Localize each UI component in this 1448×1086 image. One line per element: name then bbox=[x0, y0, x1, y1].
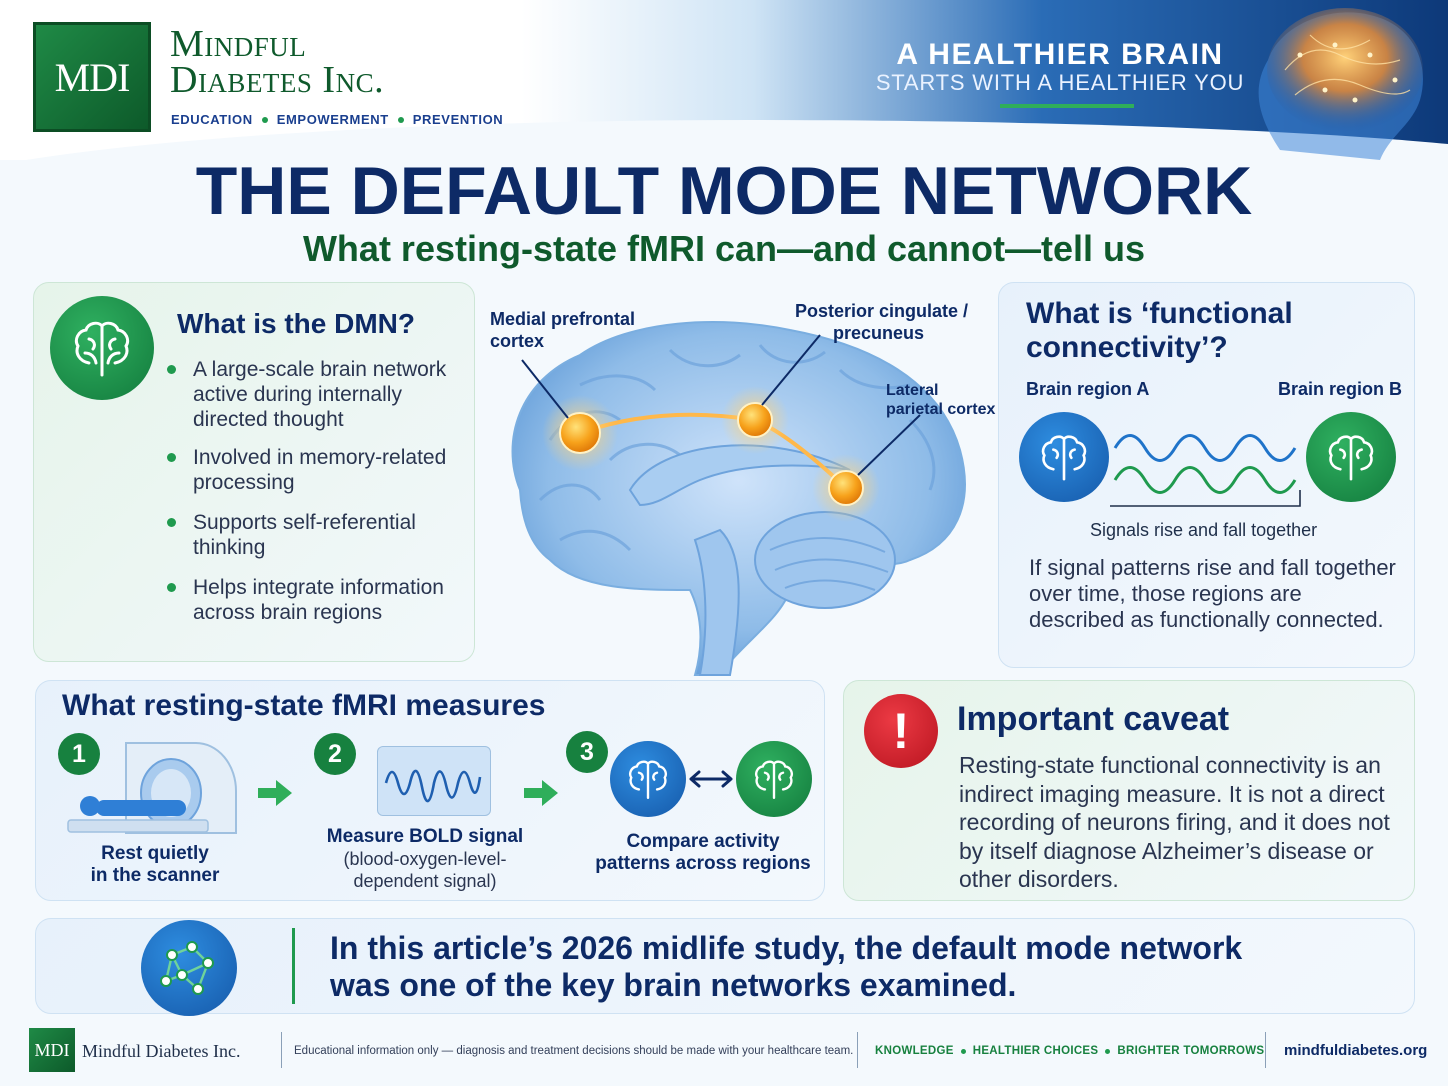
dmn-bullet: Helps integrate information across brain… bbox=[165, 575, 465, 625]
brain-icon-region-b bbox=[1306, 412, 1396, 502]
footer-brand-name: Mindful Diabetes Inc. bbox=[82, 1041, 241, 1061]
dmn-bullet-list: A large-scale brain network active durin… bbox=[165, 357, 465, 639]
waveform-icon bbox=[384, 769, 482, 803]
dmn-bullet: A large-scale brain network active durin… bbox=[165, 357, 465, 432]
arrow-right-icon bbox=[258, 780, 292, 806]
footer-separator bbox=[281, 1032, 282, 1068]
label-mpfc-line2: cortex bbox=[490, 331, 545, 351]
brand-name-line2: Diabetes Inc. bbox=[170, 59, 385, 101]
mdi-logo: MDI bbox=[33, 22, 151, 132]
tagline-word: EMPOWERMENT bbox=[276, 112, 389, 127]
label-pcc-line2: precuneus bbox=[832, 323, 924, 343]
footer-logo: MDI bbox=[29, 1028, 75, 1072]
label-lpc-line2: parietal cortex bbox=[886, 401, 996, 418]
tagline-word: EDUCATION bbox=[171, 112, 253, 127]
step-number: 3 bbox=[566, 731, 608, 773]
step-2-sub1: (blood-oxygen-level- bbox=[343, 849, 507, 869]
brand-name: Mindful Diabetes Inc. bbox=[170, 23, 385, 101]
header-banner bbox=[0, 0, 1448, 160]
synchronized-signal-waves bbox=[1110, 434, 1301, 507]
label-pcc-line1: Posterior cingulate / bbox=[794, 301, 968, 321]
banner-divider bbox=[292, 928, 295, 1004]
label-mpfc: Medial prefrontal cortex bbox=[490, 308, 635, 352]
mpfc-node bbox=[559, 412, 601, 454]
caveat-heading: Important caveat bbox=[957, 700, 1230, 738]
brain-icon-compare-a bbox=[610, 741, 686, 817]
dmn-heading: What is the DMN? bbox=[177, 308, 415, 339]
step-1-line1: Rest quietly bbox=[101, 843, 209, 864]
footer-dot bbox=[960, 1048, 966, 1054]
step-2-label: Measure BOLD signal (blood-oxygen-level-… bbox=[320, 826, 530, 892]
region-a-label: Brain region A bbox=[1026, 379, 1150, 399]
step-3-line2: patterns across regions bbox=[595, 853, 811, 874]
pcc-node bbox=[737, 402, 773, 438]
tagline-dot bbox=[261, 116, 268, 123]
caveat-panel bbox=[843, 680, 1415, 901]
brain-sagittal-illustration bbox=[511, 321, 966, 676]
caveat-body: Resting-state functional connectivity is… bbox=[959, 752, 1390, 892]
brain-icon-region-a bbox=[1019, 412, 1109, 502]
warning-icon: ! bbox=[864, 694, 938, 768]
label-lpc-line1: Lateral bbox=[886, 382, 939, 399]
footer-website-link[interactable]: mindfuldiabetes.org bbox=[1284, 1042, 1428, 1059]
network-graph-icon bbox=[141, 920, 237, 1016]
logo-text: MDI bbox=[54, 54, 131, 100]
signals-caption: Signals rise and fall together bbox=[1090, 520, 1318, 540]
arrow-right-icon bbox=[524, 780, 558, 806]
label-lpc: Lateral parietal cortex bbox=[886, 381, 995, 419]
lpc-node bbox=[828, 470, 864, 506]
slogan-underline bbox=[1000, 104, 1134, 108]
step-3-label: Compare activity patterns across regions bbox=[588, 831, 818, 875]
brain-head-illustration bbox=[1258, 8, 1423, 160]
footer-slogan-word: HEALTHIER CHOICES bbox=[972, 1045, 1099, 1057]
fc-heading: What is ‘functional connectivity’? bbox=[1026, 297, 1293, 364]
tagline-dot bbox=[397, 116, 404, 123]
brain-icon bbox=[50, 296, 154, 400]
step-1-line2: in the scanner bbox=[90, 865, 220, 886]
double-arrow-icon bbox=[689, 770, 733, 788]
step-number: 1 bbox=[58, 733, 100, 775]
study-banner-text: In this article’s 2026 midlife study, th… bbox=[330, 930, 1330, 1004]
slogan-line2: STARTS WITH A HEALTHIER YOU bbox=[875, 70, 1245, 95]
study-banner bbox=[35, 918, 1415, 1014]
dmn-bullet: Supports self-referential thinking bbox=[165, 510, 465, 560]
step-3-line1: Compare activity bbox=[626, 831, 780, 852]
step-number: 2 bbox=[314, 733, 356, 775]
label-pcc: Posterior cingulate / precuneus bbox=[770, 300, 968, 344]
footer-slogan-word: KNOWLEDGE bbox=[875, 1045, 954, 1057]
measures-heading: What resting-state fMRI measures bbox=[62, 689, 546, 722]
slogan-line1: A HEALTHIER BRAIN bbox=[896, 38, 1224, 71]
mri-scanner-icon bbox=[67, 742, 237, 834]
step-2-sub2: dependent signal) bbox=[353, 871, 497, 891]
region-b-label: Brain region B bbox=[1278, 379, 1403, 399]
page-subtitle: What resting-state fMRI can—and cannot—t… bbox=[302, 228, 1146, 269]
fc-description: If signal patterns rise and fall togethe… bbox=[1029, 555, 1396, 632]
tagline-word: PREVENTION bbox=[412, 112, 504, 127]
banner-line2: was one of the key brain networks examin… bbox=[330, 967, 1017, 1003]
step-2-main: Measure BOLD signal bbox=[326, 826, 524, 847]
dmn-bullet: Involved in memory-related processing bbox=[165, 445, 465, 495]
page-title: THE DEFAULT MODE NETWORK bbox=[195, 153, 1253, 229]
brand-name-line1: Mindful bbox=[170, 23, 307, 65]
banner-line1: In this article’s 2026 midlife study, th… bbox=[330, 930, 1243, 966]
footer-dot bbox=[1105, 1048, 1111, 1054]
brain-icon-compare-b bbox=[736, 741, 812, 817]
footer-slogan: KNOWLEDGE HEALTHIER CHOICES BRIGHTER TOM… bbox=[875, 1045, 1264, 1057]
footer-slogan-word: BRIGHTER TOMORROWS bbox=[1117, 1045, 1265, 1057]
label-mpfc-line1: Medial prefrontal bbox=[490, 309, 636, 329]
bold-signal-monitor bbox=[377, 746, 491, 816]
footer-separator bbox=[857, 1032, 858, 1068]
step-1-label: Rest quietly in the scanner bbox=[80, 843, 230, 887]
footer-separator bbox=[1265, 1032, 1266, 1068]
brand-tagline: EDUCATION EMPOWERMENT PREVENTION bbox=[171, 112, 503, 127]
footer-disclaimer: Educational information only — diagnosis… bbox=[294, 1045, 854, 1057]
